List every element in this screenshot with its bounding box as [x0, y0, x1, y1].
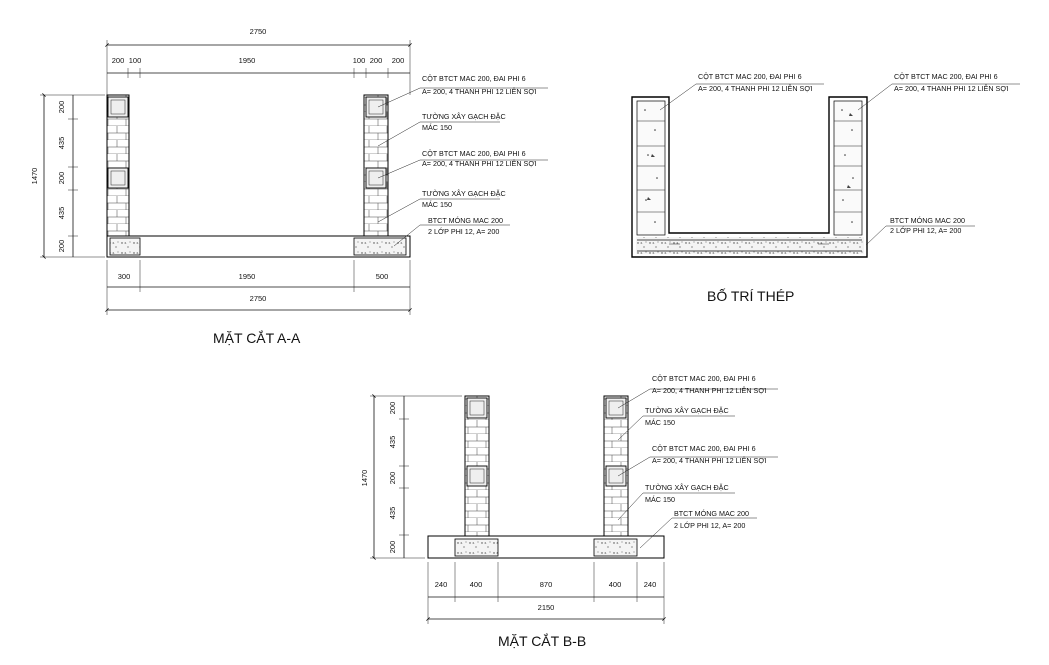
bb-note-column-mid-2: A= 200, 4 THANH PHI 12 LIÊN SỢI — [652, 456, 767, 465]
bb-note-foundation-2: 2 LỚP PHI 12, A= 200 — [674, 521, 745, 530]
section-bb: 1470 200 435 200 435 200 — [360, 374, 778, 649]
bb-bottom-seg-3: 870 — [540, 580, 553, 589]
aa-note-column-mid-2: A= 200, 4 THANH PHI 12 LIÊN SỢI — [422, 159, 537, 168]
aa-note-column-top-1: CỘT BTCT MAC 200, ĐAI PHI 6 — [422, 74, 526, 83]
aa-note-wall-mid-2: MÁC 150 — [422, 200, 452, 209]
aa-bottom-seg-3: 500 — [376, 272, 389, 281]
aa-left-seg-1: 200 — [57, 101, 66, 114]
aa-top-total-dim: 2750 — [105, 27, 412, 95]
bb-note-foundation-1: BTCT MÓNG MAC 200 — [674, 509, 749, 518]
bb-bottom-seg-4: 400 — [609, 580, 622, 589]
aa-note-foundation-1: BTCT MÓNG MAC 200 — [428, 216, 503, 225]
bb-bottom-total-label: 2150 — [538, 603, 555, 612]
bb-note-column-mid-1: CỘT BTCT MAC 200, ĐAI PHI 6 — [652, 444, 756, 453]
bb-bottom-dim: 240 400 870 400 240 2150 — [426, 562, 666, 624]
bb-left-total-label: 1470 — [360, 470, 369, 487]
aa-note-wall-top-2: MÁC 150 — [422, 123, 452, 132]
aa-left-tie-column-top — [107, 96, 129, 118]
aa-bottom-dim: 300 1950 500 2750 — [105, 260, 412, 315]
bb-note-column-top-1: CỘT BTCT MAC 200, ĐAI PHI 6 — [652, 374, 756, 383]
bb-bottom-seg-2: 400 — [470, 580, 483, 589]
bb-left-seg-2: 435 — [388, 436, 397, 449]
aa-top-total-label: 2750 — [250, 27, 267, 36]
bb-bottom-seg-5: 240 — [644, 580, 657, 589]
steel-left-column — [636, 100, 666, 236]
aa-right-wall — [363, 94, 389, 237]
aa-left-seg-2: 435 — [57, 137, 66, 150]
steel-note-foundation-1: BTCT MÓNG MAC 200 — [890, 216, 965, 225]
aa-left-seg-5: 200 — [57, 240, 66, 253]
aa-right-tie-column-mid — [365, 167, 387, 189]
aa-left-dim: 1470 200 435 200 435 200 — [30, 93, 105, 259]
steel-title: BỐ TRÍ THÉP — [707, 287, 794, 304]
bb-notes: CỘT BTCT MAC 200, ĐAI PHI 6 A= 200, 4 TH… — [617, 374, 778, 549]
bb-note-wall-mid-2: MÁC 150 — [645, 495, 675, 504]
bb-note-wall-top-2: MÁC 150 — [645, 418, 675, 427]
bb-left-seg-4: 435 — [388, 507, 397, 520]
steel-notes: CỘT BTCT MAC 200, ĐAI PHI 6 A= 200, 4 TH… — [659, 72, 1020, 246]
steel-note-column-left-2: A= 200, 4 THANH PHI 12 LIÊN SỢI — [698, 84, 813, 93]
bb-foundation-slab — [427, 535, 665, 559]
steel-note-column-left-1: CỘT BTCT MAC 200, ĐAI PHI 6 — [698, 72, 802, 81]
bb-left-seg-3: 200 — [388, 472, 397, 485]
aa-left-seg-4: 435 — [57, 207, 66, 220]
aa-top-seg-1: 200 — [112, 56, 125, 65]
bb-left-seg-1: 200 — [388, 402, 397, 415]
aa-bottom-seg-1: 300 — [118, 272, 131, 281]
aa-bottom-total-label: 2750 — [250, 294, 267, 303]
aa-note-column-top-2: A= 200, 4 THANH PHI 12 LIÊN SỢI — [422, 87, 537, 96]
aa-left-tie-column-mid — [107, 167, 129, 189]
aa-note-wall-top-1: TƯỜNG XÂY GẠCH ĐẶC — [422, 112, 506, 121]
bb-bottom-seg-1: 240 — [435, 580, 448, 589]
aa-note-wall-mid-1: TƯỜNG XÂY GẠCH ĐẶC — [422, 189, 506, 198]
steel-note-foundation-2: 2 LỚP PHI 12, A= 200 — [890, 226, 961, 235]
bb-note-wall-top-1: TƯỜNG XÂY GẠCH ĐẶC — [645, 406, 729, 415]
aa-note-column-mid-1: CỘT BTCT MAC 200, ĐAI PHI 6 — [422, 149, 526, 158]
aa-right-tie-column-top — [365, 96, 387, 118]
aa-left-total-label: 1470 — [30, 168, 39, 185]
aa-top-seg-3: 1950 — [239, 56, 256, 65]
aa-top-seg-6: 200 — [392, 56, 405, 65]
aa-right-footing-beam — [353, 237, 407, 256]
aa-left-wall — [106, 94, 130, 237]
steel-base-reinforcement — [636, 237, 864, 254]
bb-left-dim: 1470 200 435 200 435 200 — [360, 394, 462, 560]
section-aa: 2750 200 100 1950 100 200 200 — [30, 27, 548, 346]
bb-note-wall-mid-1: TƯỜNG XÂY GẠCH ĐẶC — [645, 483, 729, 492]
aa-top-seg-4: 100 — [353, 56, 366, 65]
aa-top-seg-5: 200 — [370, 56, 383, 65]
aa-foundation-slab — [106, 235, 411, 258]
steel-note-column-right-2: A= 200, 4 THANH PHI 12 LIÊN SỢI — [894, 84, 1009, 93]
aa-bottom-seg-2: 1950 — [239, 272, 256, 281]
steel-note-column-right-1: CỘT BTCT MAC 200, ĐAI PHI 6 — [894, 72, 998, 81]
section-steel-layout: CỘT BTCT MAC 200, ĐAI PHI 6 A= 200, 4 TH… — [631, 72, 1020, 304]
aa-top-seg-2: 100 — [129, 56, 142, 65]
aa-title: MẶT CẮT A-A — [213, 329, 301, 346]
aa-note-foundation-2: 2 LỚP PHI 12, A= 200 — [428, 227, 499, 236]
bb-title: MẶT CẮT B-B — [498, 632, 586, 649]
aa-left-seg-3: 200 — [57, 172, 66, 185]
bb-left-seg-5: 200 — [388, 541, 397, 554]
aa-notes: CỘT BTCT MAC 200, ĐAI PHI 6 A= 200, 4 TH… — [377, 74, 548, 247]
steel-right-column — [833, 100, 863, 236]
aa-left-footing-beam — [109, 237, 141, 256]
aa-top-segments-dim: 200 100 1950 100 200 200 — [107, 56, 410, 78]
bb-right-wall — [603, 395, 629, 537]
bb-note-column-top-2: A= 200, 4 THANH PHI 12 LIÊN SỢI — [652, 386, 767, 395]
bb-left-wall — [464, 395, 490, 537]
